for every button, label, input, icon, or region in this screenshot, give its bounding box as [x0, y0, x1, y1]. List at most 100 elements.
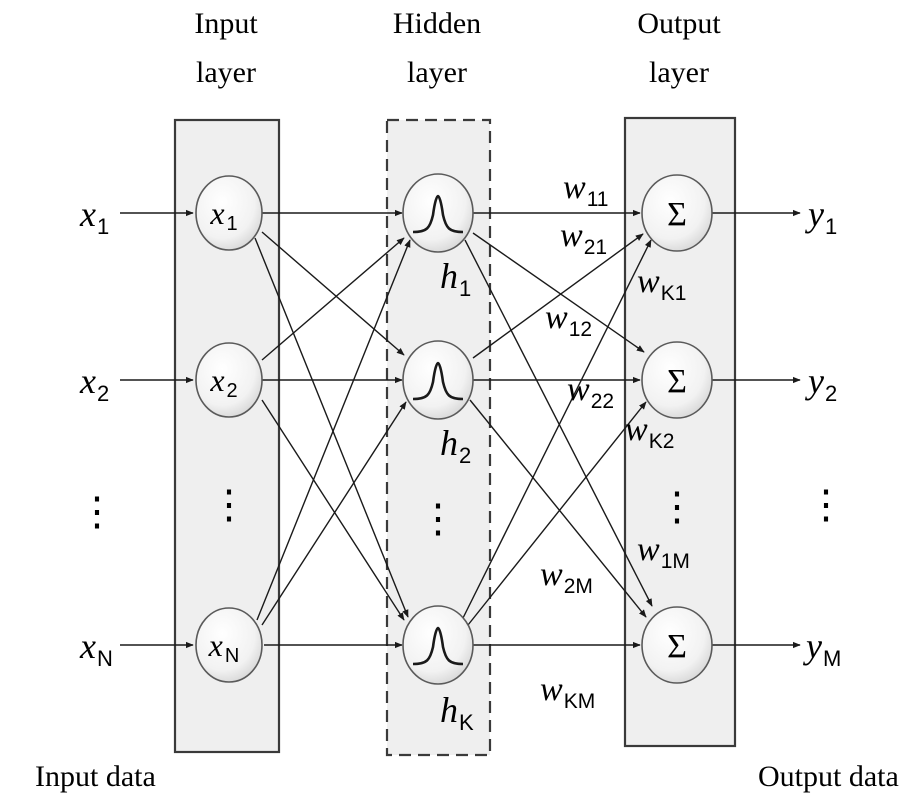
conn-h1-om	[464, 239, 653, 607]
ellipsis-input-layer: ⋮	[209, 482, 249, 527]
weight-label-11-var: w	[563, 169, 586, 206]
weight-label-11: w11	[563, 169, 609, 211]
hidden-label-1-var: h	[440, 256, 458, 296]
weight-label-2m: w2M	[540, 556, 593, 598]
sum-symbol: Σ	[667, 196, 687, 233]
ellipsis-inputs-outside: ⋮	[77, 489, 117, 534]
hidden-label-1: h1	[440, 256, 471, 301]
gaussian-icon	[412, 361, 464, 401]
weight-label-12: w12	[545, 299, 592, 341]
ellipsis-hidden-layer: ⋮	[418, 496, 458, 541]
weight-label-2m-sub: 2M	[564, 575, 593, 598]
input-data-caption: Input data	[35, 760, 156, 793]
gaussian-icon	[412, 194, 464, 234]
weight-label-21: w21	[560, 217, 607, 259]
weight-label-22-var: w	[567, 371, 590, 408]
output-layer-title-line2: layer	[649, 56, 709, 89]
input-label-1: x1	[79, 194, 109, 239]
weight-label-22: w22	[567, 371, 614, 413]
conn-h2-om	[469, 399, 647, 618]
output-label-1-sub: 1	[825, 214, 837, 239]
weight-label-11-sub: 11	[587, 188, 609, 211]
input-node-2-sub: 2	[227, 380, 238, 402]
weight-label-12-sub: 12	[569, 318, 592, 341]
output-node-2: Σ	[641, 341, 713, 419]
output-layer-title: Output	[637, 7, 721, 40]
weight-label-1m: w1M	[637, 531, 690, 573]
hidden-node-1	[402, 173, 474, 253]
hidden-label-2-sub: 2	[459, 443, 471, 468]
weight-label-k1-sub: K1	[661, 282, 687, 305]
input-node-n-var: x	[208, 627, 223, 663]
weight-label-22-sub: 22	[591, 390, 614, 413]
hidden-node-2	[402, 340, 474, 420]
input-label-2: x2	[79, 361, 109, 406]
weight-label-k1: wK1	[637, 263, 686, 305]
svg-text:x2: x2	[209, 362, 237, 402]
input-node-1-var: x	[209, 195, 224, 231]
hidden-node-k	[402, 605, 474, 685]
conn-x2-hk	[261, 399, 405, 621]
input-node-1-sub: 1	[227, 213, 238, 235]
output-label-2-var: y	[805, 361, 824, 401]
weight-label-k2-sub: K2	[649, 430, 675, 453]
weight-label-km: wKM	[540, 671, 595, 713]
weight-label-1m-sub: 1M	[661, 550, 690, 573]
input-label-1-sub: 1	[97, 214, 109, 239]
output-label-2: y2	[805, 361, 837, 406]
hidden-layer-title: Hidden	[393, 7, 481, 40]
output-label-m-var: y	[803, 626, 822, 666]
input-node-2-var: x	[209, 362, 224, 398]
ellipsis-output-layer: ⋮	[657, 484, 697, 529]
weight-label-k2: wK2	[625, 411, 674, 453]
svg-text:x1: x1	[209, 195, 237, 235]
hidden-label-k-var: h	[440, 690, 458, 730]
output-label-m-sub: M	[823, 646, 841, 671]
input-label-n-var: x	[79, 626, 96, 666]
conn-hk-o2	[467, 401, 647, 626]
input-label-2-sub: 2	[97, 381, 109, 406]
hidden-label-k: hK	[440, 690, 474, 735]
hidden-label-k-sub: K	[459, 710, 474, 735]
conn-hk-o1	[461, 239, 652, 621]
input-label-n-sub: N	[97, 646, 113, 671]
output-node-1: Σ	[641, 174, 713, 252]
weight-label-1m-var: w	[637, 531, 660, 568]
input-label-n: xN	[79, 626, 113, 671]
hidden-label-2: h2	[440, 423, 471, 468]
output-node-m: Σ	[641, 606, 713, 684]
output-data-caption: Output data	[758, 760, 899, 793]
input-layer-title-line2: layer	[196, 56, 256, 89]
conn-xn-h2	[261, 401, 407, 626]
conn-h2-o1	[472, 233, 644, 359]
weight-label-km-sub: KM	[564, 690, 596, 713]
output-label-2-sub: 2	[825, 381, 837, 406]
output-label-1: y1	[805, 194, 837, 239]
ellipsis-outputs-outside: ⋮	[806, 482, 846, 527]
sum-symbol: Σ	[667, 628, 687, 665]
output-label-m: yM	[803, 626, 841, 671]
hidden-layer-title-line2: layer	[407, 56, 467, 89]
conn-x2-h1	[261, 237, 405, 361]
hidden-label-2-var: h	[440, 423, 458, 463]
hidden-label-1-sub: 1	[459, 276, 471, 301]
input-label-2-var: x	[79, 361, 96, 401]
conn-x1-hk	[254, 237, 409, 618]
weight-label-21-sub: 21	[584, 236, 607, 259]
svg-text:xN: xN	[208, 627, 240, 667]
input-node-n-sub: N	[225, 645, 239, 667]
conn-h1-o2	[472, 232, 645, 353]
conn-x1-h2	[261, 231, 405, 356]
weight-label-km-var: w	[540, 671, 563, 708]
weight-label-21-var: w	[560, 217, 583, 254]
weight-label-k1-var: w	[637, 263, 660, 300]
weight-label-12-var: w	[545, 299, 568, 336]
conn-xn-h1	[256, 239, 411, 621]
input-layer-title: Input	[194, 7, 258, 40]
sum-symbol: Σ	[667, 363, 687, 400]
weight-label-k2-var: w	[625, 411, 648, 448]
